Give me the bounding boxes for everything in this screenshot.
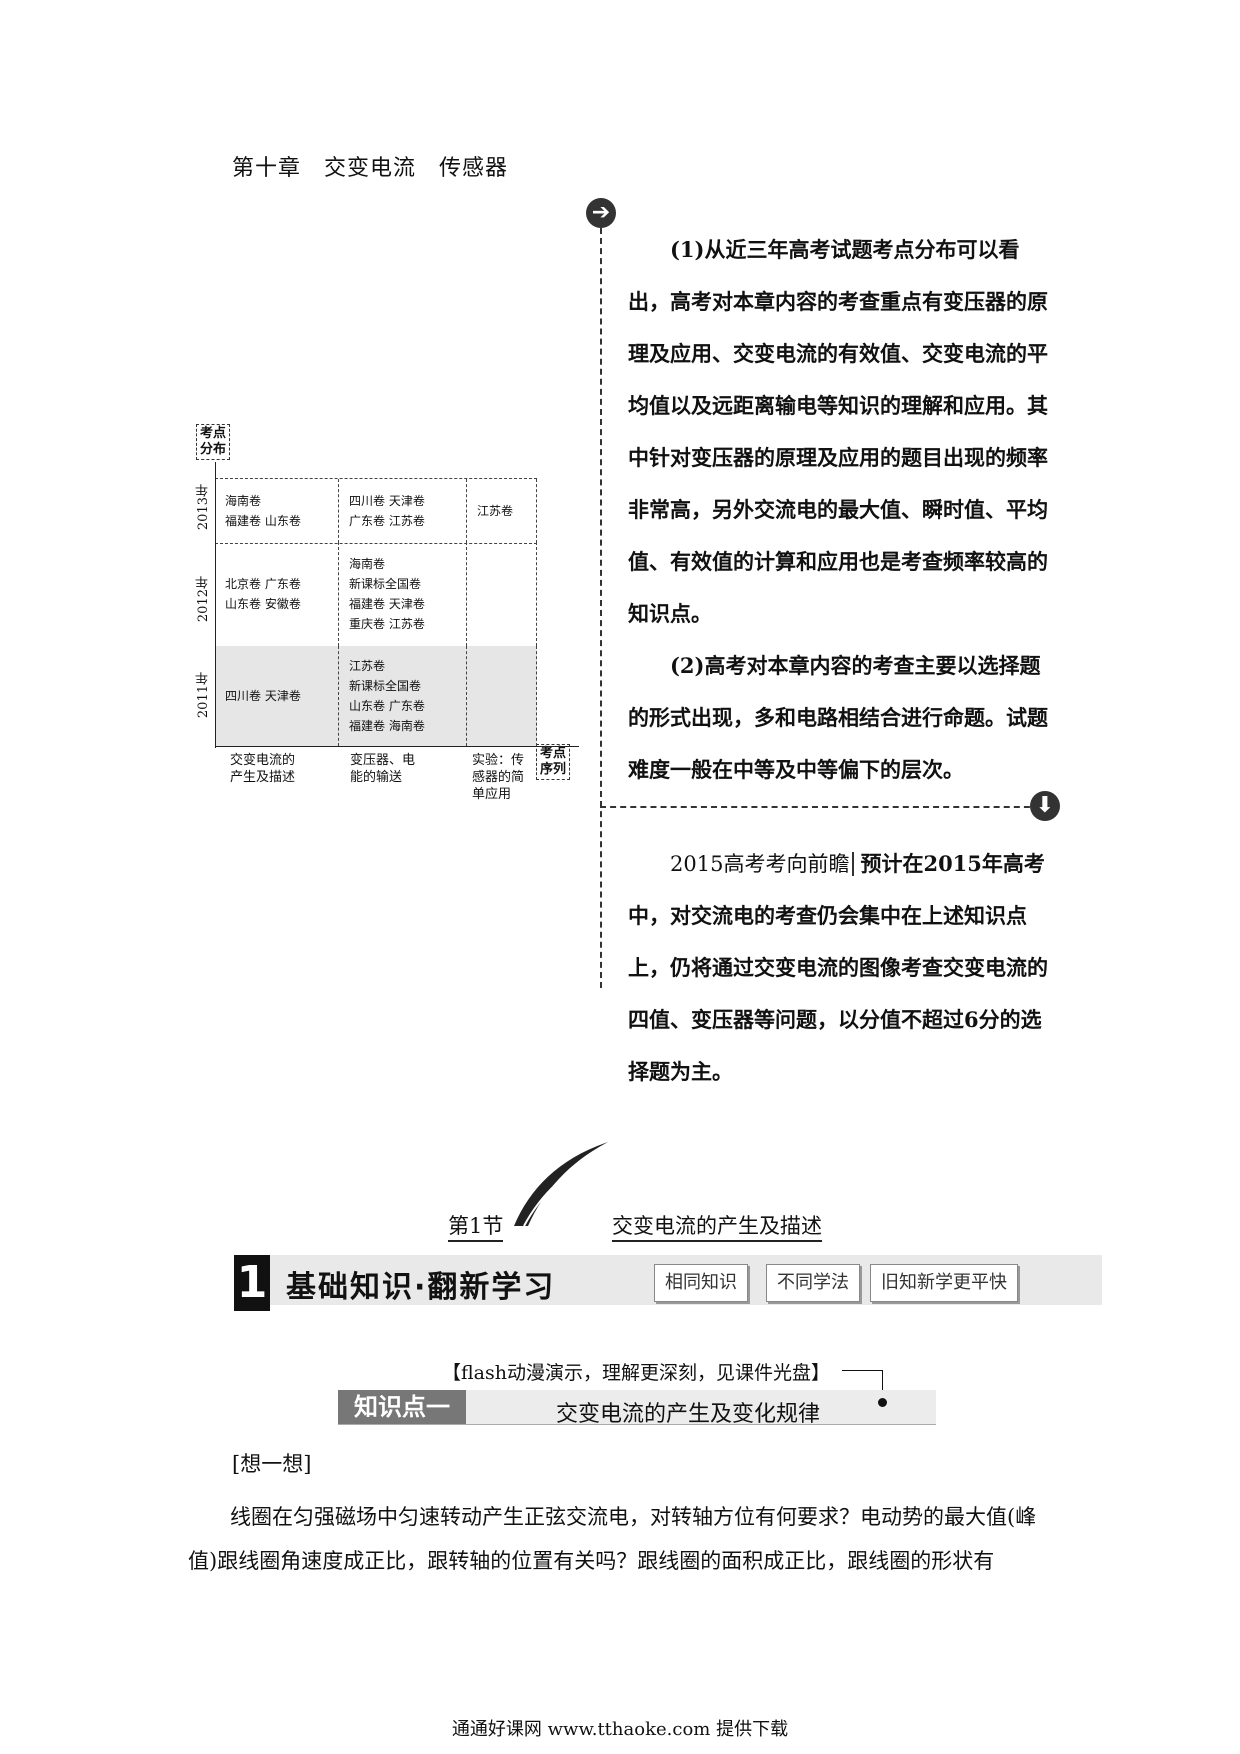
section-bar-title: 基础知识·翻新学习 (286, 1270, 556, 1305)
cell-line: 广东卷 江苏卷 (349, 514, 425, 528)
cell-line: 四川卷 天津卷 (349, 494, 425, 508)
table-row: 海南卷 福建卷 山东卷 四川卷 天津卷 广东卷 江苏卷 江苏卷 (215, 478, 537, 544)
vertical-dashed-divider (600, 228, 602, 988)
swoosh-decoration (514, 1142, 608, 1227)
same-knowledge-tab[interactable]: 相同知识 (654, 1264, 748, 1302)
legend-line: 考点 (200, 426, 227, 441)
topic-line: 产生及描述 (230, 770, 296, 785)
knowledge-point-tag: 知识点一 (338, 1390, 466, 1424)
cell-line: 新课标全国卷 (349, 679, 422, 693)
distribution-table: 海南卷 福建卷 山东卷 四川卷 天津卷 广东卷 江苏卷 江苏卷 北京卷 广东卷 … (215, 478, 537, 747)
callout-line (842, 1370, 882, 1371)
table-cell: 海南卷 新课标全国卷 福建卷 天津卷 重庆卷 江苏卷 (339, 542, 467, 646)
table-cell: 海南卷 福建卷 山东卷 (215, 479, 339, 543)
sequence-legend-box: 考点 序列 (536, 744, 571, 780)
section-title: 交变电流的产生及描述 (612, 1210, 822, 1242)
cell-line: 北京卷 广东卷 (225, 577, 301, 591)
table-cell (467, 542, 537, 646)
cell-line: 福建卷 海南卷 (349, 719, 425, 733)
table-cell: 江苏卷 (467, 479, 537, 543)
cell-line: 重庆卷 江苏卷 (349, 617, 425, 631)
forecast-text: 2015高考考向前瞻预计在2015年高考中，对交流电的考查仍会集中在上述知识点上… (628, 838, 1058, 1098)
flash-note: 【flash动漫演示，理解更深刻，见课件光盘】 (442, 1362, 830, 1384)
topic-line: 单应用 (472, 787, 512, 802)
vertical-axis (215, 462, 216, 748)
table-cell: 北京卷 广东卷 山东卷 安徽卷 (215, 542, 339, 646)
topic-label: 变压器、电 能的输送 (350, 752, 415, 786)
cell-line: 海南卷 (349, 557, 386, 571)
topic-line: 实验：传 (472, 753, 525, 768)
footer: 通通好课网 www.tthaoke.com 提供下载 (451, 1719, 789, 1740)
cell-line: 江苏卷 (349, 659, 386, 673)
cell-line: 福建卷 天津卷 (349, 597, 425, 611)
legend-line: 分布 (200, 442, 227, 457)
topic-label: 实验：传 感器的简 单应用 (472, 752, 524, 803)
table-row: 四川卷 天津卷 江苏卷 新课标全国卷 山东卷 广东卷 福建卷 海南卷 (215, 646, 537, 747)
cell-line: 山东卷 安徽卷 (225, 597, 301, 611)
review-new-tab[interactable]: 旧知新学更平快 (870, 1264, 1018, 1302)
forecast-body: 预计在2015年高考中，对交流电的考查仍会集中在上述知识点上，仍将通过交变电流的… (628, 851, 1048, 1084)
different-method-tab[interactable]: 不同学法 (766, 1264, 860, 1302)
distribution-legend-box: 考点 分布 (196, 424, 231, 460)
analysis-paragraph-1: (1)从近三年高考试题考点分布可以看出，高考对本章内容的考查重点有变压器的原理及… (628, 237, 1048, 626)
cell-line: 山东卷 广东卷 (349, 699, 425, 713)
chapter-title: 第十章 交变电流 传感器 (232, 156, 509, 181)
year-label: 2011年 (196, 672, 211, 719)
think-text: 线圈在匀强磁场中匀速转动产生正弦交流电，对转轴方位有何要求？电动势的最大值(峰值… (188, 1505, 1037, 1573)
legend-line: 序列 (540, 762, 567, 777)
table-cell (467, 646, 537, 746)
topic-line: 感器的简 (472, 770, 525, 785)
arrow-down-icon: ⬇ (1030, 791, 1060, 821)
topic-label: 交变电流的 产生及描述 (230, 752, 295, 786)
cell-line: 江苏卷 (477, 504, 514, 518)
knowledge-point-title: 交变电流的产生及变化规律 (556, 1402, 821, 1427)
section-number: 第1节 (448, 1210, 504, 1242)
year-label: 2012年 (196, 576, 211, 623)
cell-line: 新课标全国卷 (349, 577, 422, 591)
table-cell: 四川卷 天津卷 (215, 646, 339, 746)
callout-line (882, 1370, 883, 1402)
year-label: 2013年 (196, 484, 211, 531)
horizontal-dashed-divider (600, 806, 1040, 808)
topic-line: 变压器、电 (350, 753, 416, 768)
topic-line: 能的输送 (350, 770, 403, 785)
section-bar-number: 1 (234, 1255, 270, 1311)
table-cell: 江苏卷 新课标全国卷 山东卷 广东卷 福建卷 海南卷 (339, 646, 467, 746)
cell-line: 四川卷 天津卷 (225, 689, 301, 703)
table-cell: 四川卷 天津卷 广东卷 江苏卷 (339, 479, 467, 543)
arrow-right-icon: ➔ (586, 198, 616, 228)
think-label: [想一想] (232, 1452, 312, 1476)
legend-line: 考点 (540, 746, 567, 761)
horizontal-axis (215, 746, 579, 747)
topic-line: 交变电流的 (230, 753, 296, 768)
forecast-tag: 2015高考考向前瞻 (670, 852, 855, 876)
callout-dot (878, 1398, 887, 1407)
analysis-text: (1)从近三年高考试题考点分布可以看出，高考对本章内容的考查重点有变压器的原理及… (628, 224, 1058, 796)
table-row: 北京卷 广东卷 山东卷 安徽卷 海南卷 新课标全国卷 福建卷 天津卷 重庆卷 江… (215, 542, 537, 647)
analysis-paragraph-2: (2)高考对本章内容的考查主要以选择题的形式出现，多和电路相结合进行命题。试题难… (628, 653, 1048, 782)
cell-line: 海南卷 (225, 494, 262, 508)
cell-line: 福建卷 山东卷 (225, 514, 301, 528)
